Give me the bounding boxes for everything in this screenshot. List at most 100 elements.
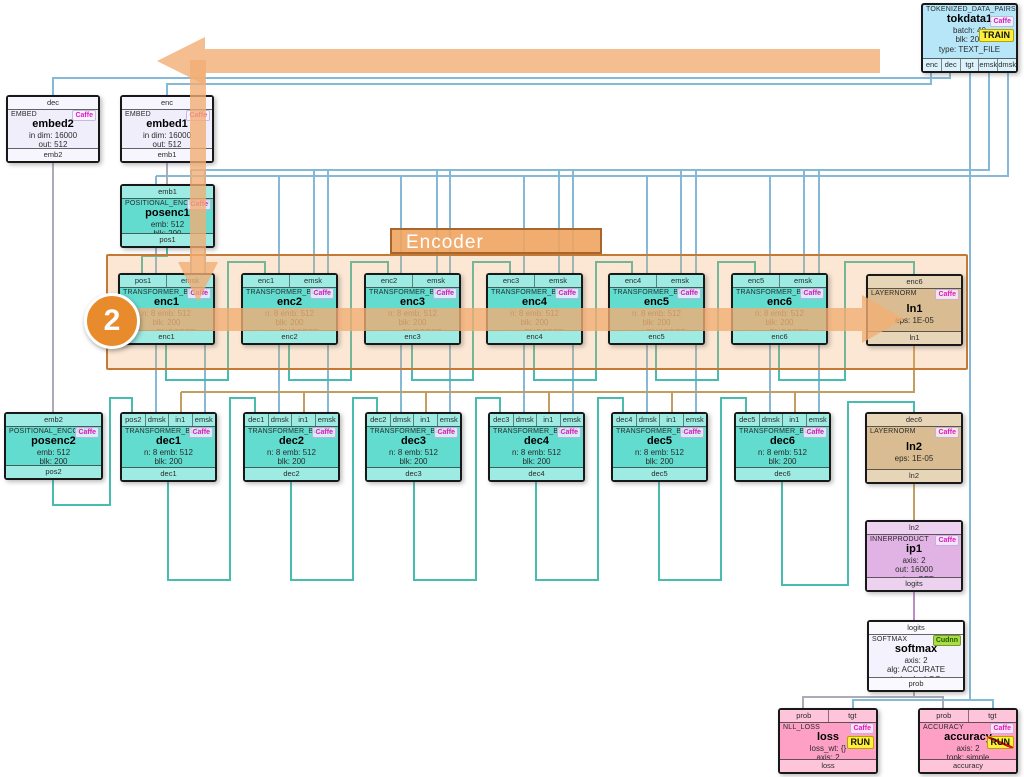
port-dmsk[interactable]: dmsk	[269, 414, 292, 426]
engine-badge: Caffe	[187, 288, 211, 299]
port-emb1[interactable]: emb1	[157, 150, 177, 159]
port-enc6[interactable]: enc6	[771, 332, 788, 341]
port-in1[interactable]: in1	[537, 414, 561, 426]
port-in1[interactable]: in1	[660, 414, 684, 426]
port-emsk[interactable]: emsk	[304, 276, 322, 285]
port-emb1[interactable]: emb1	[158, 187, 177, 196]
port-dec1[interactable]: dec1	[160, 469, 177, 478]
port-enc3[interactable]: enc3	[488, 275, 535, 287]
port-pos2[interactable]: pos2	[122, 414, 146, 426]
port-logits[interactable]: logits	[905, 579, 923, 588]
port-emsk[interactable]: emsk	[808, 415, 827, 424]
port-enc5[interactable]: enc5	[733, 275, 780, 287]
port-enc[interactable]: enc	[160, 98, 174, 107]
port-emb2[interactable]: emb2	[44, 415, 63, 424]
port-logits[interactable]: logits	[907, 623, 925, 632]
port-ln2[interactable]: ln2	[908, 471, 919, 480]
port-dec[interactable]: dec	[46, 98, 60, 107]
port-pos1[interactable]: pos1	[120, 275, 167, 287]
port-enc4[interactable]: enc4	[610, 275, 657, 287]
port-dmsk[interactable]: dmsk	[146, 414, 169, 426]
port-in1[interactable]: in1	[169, 414, 193, 426]
port-emsk[interactable]: emsk	[549, 276, 567, 285]
port-prob[interactable]: prob	[908, 679, 924, 688]
badge-stack: Caffe	[803, 427, 827, 438]
port-pos2[interactable]: pos2	[45, 467, 62, 476]
port-emsk[interactable]: emsk	[194, 415, 213, 424]
port-prob[interactable]: prob	[780, 710, 829, 722]
port-pos1[interactable]: pos1	[159, 235, 176, 244]
port-tgt[interactable]: tgt	[988, 711, 997, 720]
port-emb2[interactable]: emb2	[43, 150, 63, 159]
port-dec3[interactable]: dec3	[405, 469, 422, 478]
port-dmsk[interactable]: dmsk	[514, 414, 537, 426]
port-enc2[interactable]: enc2	[366, 275, 413, 287]
port-ln2[interactable]: ln2	[908, 523, 919, 532]
port-enc[interactable]: enc	[923, 59, 942, 71]
port-emsk[interactable]: emsk	[181, 276, 199, 285]
port-loss[interactable]: loss	[821, 761, 835, 770]
port-enc6[interactable]: enc6	[906, 277, 923, 286]
port-emsk[interactable]: emsk	[794, 276, 812, 285]
port-accuracy[interactable]: accuracy	[952, 761, 983, 770]
port-dec6[interactable]: dec6	[774, 469, 791, 478]
port-enc1[interactable]: enc1	[243, 275, 290, 287]
port-dmsk[interactable]: dmsk	[998, 60, 1016, 69]
port-dmsk[interactable]: dmsk	[391, 414, 414, 426]
port-dec4[interactable]: dec4	[613, 414, 637, 426]
port-ln1[interactable]: ln1	[909, 333, 920, 342]
port-dec3[interactable]: dec3	[490, 414, 514, 426]
port-emsk[interactable]: emsk	[979, 59, 999, 71]
port-enc2[interactable]: enc2	[281, 332, 298, 341]
output-ports-row: enc4	[488, 330, 581, 343]
port-enc4[interactable]: enc4	[526, 332, 543, 341]
port-dec2[interactable]: dec2	[367, 414, 391, 426]
port-dec4[interactable]: dec4	[528, 469, 545, 478]
port-emsk[interactable]: emsk	[317, 415, 336, 424]
port-emsk[interactable]: emsk	[439, 415, 458, 424]
port-enc5[interactable]: enc5	[648, 332, 665, 341]
port-emsk[interactable]: emsk	[685, 415, 704, 424]
port-dec6[interactable]: dec6	[905, 415, 923, 424]
port-tgt[interactable]: tgt	[848, 711, 857, 720]
port-dec1[interactable]: dec1	[245, 414, 269, 426]
port-dec5[interactable]: dec5	[736, 414, 760, 426]
port-dec2[interactable]: dec2	[283, 469, 300, 478]
port-dec5[interactable]: dec5	[651, 469, 668, 478]
port-tgt[interactable]: tgt	[961, 59, 980, 71]
port-in1[interactable]: in1	[414, 414, 438, 426]
port-in1[interactable]: in1	[292, 414, 316, 426]
port-emsk[interactable]: emsk	[562, 415, 581, 424]
port-dmsk[interactable]: dmsk	[637, 414, 660, 426]
port-dmsk[interactable]: dmsk	[760, 414, 783, 426]
port-enc3[interactable]: enc3	[404, 332, 421, 341]
port-in1[interactable]: in1	[783, 414, 807, 426]
port-emsk[interactable]: emsk	[427, 276, 445, 285]
port-emsk[interactable]: emsk	[671, 276, 689, 285]
port-prob[interactable]: prob	[920, 710, 969, 722]
port-dec[interactable]: dec	[942, 59, 961, 71]
